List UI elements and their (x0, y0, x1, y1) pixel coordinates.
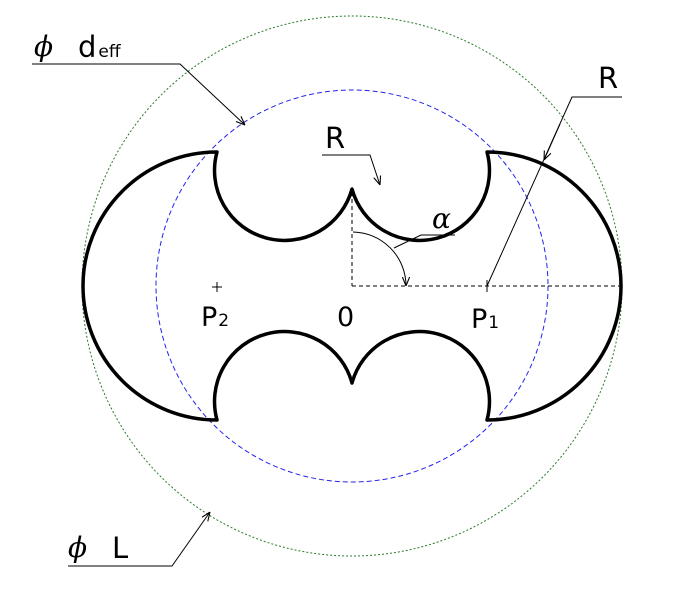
profile-outline (81, 150, 623, 422)
r-right-label: R (598, 61, 618, 95)
origin-label: 0 (337, 302, 354, 333)
deff-phi-symbol: ϕ (34, 30, 53, 63)
l-label: L (112, 531, 128, 565)
deff-leader (32, 63, 245, 125)
r-right-arrow (544, 123, 561, 160)
alpha-label: α (432, 202, 451, 235)
p2-label: P2 (201, 302, 229, 333)
r-right-leader (486, 96, 622, 287)
r-top-leader (322, 154, 380, 185)
l-phi-symbol: ϕ (68, 531, 87, 564)
r-top-label: R (325, 121, 345, 155)
p1-label: P1 (471, 304, 499, 335)
alpha-leader (393, 234, 455, 249)
l-leader (68, 512, 210, 567)
alpha-arc (352, 231, 406, 286)
